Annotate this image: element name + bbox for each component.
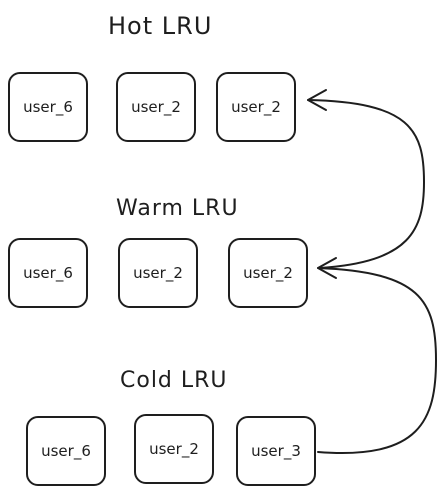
cold-node-1: user_6 (26, 416, 106, 486)
warm-node-1: user_6 (8, 238, 88, 308)
arrow-warm-to-hot (307, 99, 426, 269)
cold-node-2: user_2 (134, 414, 214, 484)
hot-lru-title: Hot LRU (108, 12, 213, 40)
arrow-cold-to-warm (317, 267, 438, 454)
warm-node-3: user_2 (228, 238, 308, 308)
hot-node-3: user_2 (216, 72, 296, 142)
cold-lru-title: Cold LRU (120, 368, 228, 393)
cold-node-3: user_3 (236, 416, 316, 486)
arrow-cold-to-warm-head (317, 257, 337, 279)
warm-node-2: user_2 (118, 238, 198, 308)
hot-node-1: user_6 (8, 72, 88, 142)
warm-lru-title: Warm LRU (116, 196, 239, 221)
arrow-warm-to-hot-head (307, 89, 327, 111)
hot-node-2: user_2 (116, 72, 196, 142)
